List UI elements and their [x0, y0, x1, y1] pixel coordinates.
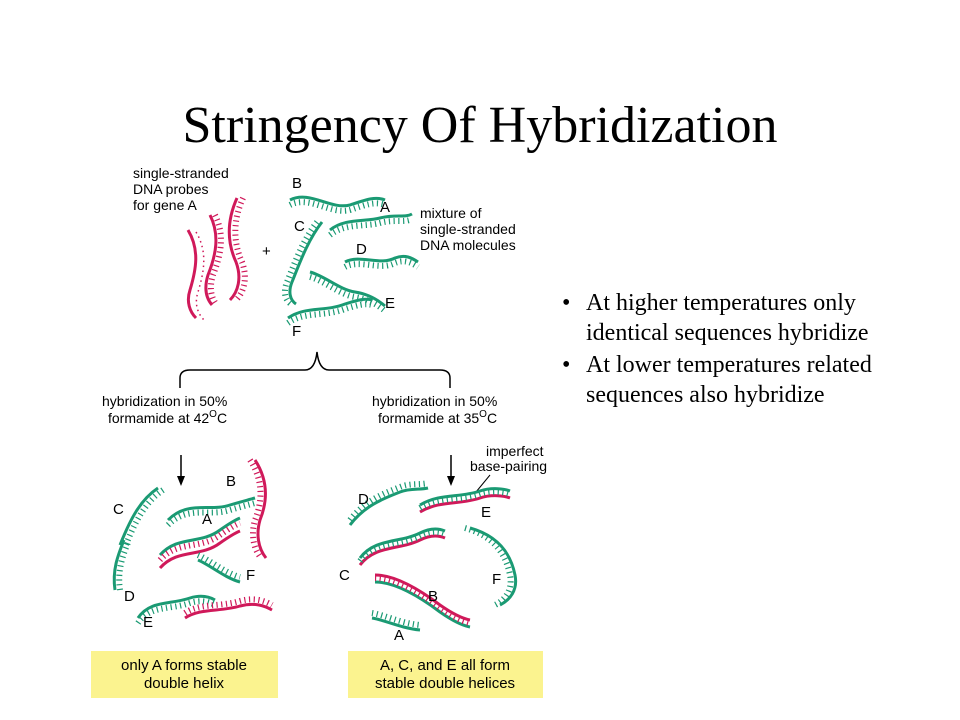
svg-text:double helix: double helix — [144, 675, 225, 692]
svg-text:base-pairing: base-pairing — [470, 458, 547, 474]
svg-text:B: B — [428, 588, 438, 605]
svg-text:F: F — [492, 571, 501, 588]
mixture-letters: B A C D E F — [292, 175, 395, 340]
svg-text:C: C — [113, 501, 124, 518]
bullet-higher-temp: At higher temperatures only identical se… — [560, 288, 890, 348]
right-arrow — [447, 455, 455, 486]
right-condition: hybridization in 50% formamide at 35OC — [372, 393, 497, 426]
left-condition: hybridization in 50% formamide at 42OC — [102, 393, 227, 426]
svg-text:A, C, and E all form: A, C, and E all form — [380, 657, 510, 674]
dna-mixture — [281, 195, 420, 326]
svg-text:for gene A: for gene A — [133, 197, 197, 213]
probe-label: single-stranded DNA probes for gene A — [133, 165, 229, 213]
svg-text:F: F — [292, 323, 301, 340]
svg-text:hybridization in 50%: hybridization in 50% — [372, 393, 497, 409]
probe-strand — [204, 213, 224, 307]
svg-text:formamide at 35OC: formamide at 35OC — [378, 409, 497, 426]
svg-text:only A forms stable: only A forms stable — [121, 657, 247, 674]
svg-text:D: D — [356, 241, 367, 258]
branch-brace — [179, 351, 451, 388]
svg-text:A: A — [394, 627, 404, 644]
probe-strand — [186, 229, 205, 321]
svg-text:mixture of: mixture of — [420, 205, 482, 221]
svg-text:D: D — [124, 588, 135, 605]
bullet-list: At higher temperatures only identical se… — [560, 288, 890, 412]
probe-strand — [227, 196, 248, 303]
svg-text:E: E — [481, 504, 491, 521]
svg-text:A: A — [202, 511, 212, 528]
bullet-lower-temp: At lower temperatures related sequences … — [560, 350, 890, 410]
svg-text:stable double helices: stable double helices — [375, 675, 515, 692]
svg-text:C: C — [294, 218, 305, 235]
svg-text:F: F — [246, 567, 255, 584]
right-result-strands — [347, 480, 518, 632]
left-result-letters: B C A F D E — [113, 473, 255, 631]
svg-text:C: C — [339, 567, 350, 584]
svg-text:DNA molecules: DNA molecules — [420, 237, 516, 253]
slide-title: Stringency Of Hybridization — [182, 97, 778, 154]
svg-text:DNA probes: DNA probes — [133, 181, 208, 197]
left-arrow — [177, 455, 185, 486]
svg-text:B: B — [226, 473, 236, 490]
left-result-strands — [112, 458, 274, 625]
svg-text:imperfect: imperfect — [486, 443, 544, 459]
svg-text:E: E — [385, 295, 395, 312]
svg-text:A: A — [380, 199, 390, 216]
svg-text:hybridization in 50%: hybridization in 50% — [102, 393, 227, 409]
svg-text:formamide at 42OC: formamide at 42OC — [108, 409, 227, 426]
mixture-label: mixture of single-stranded DNA molecules — [420, 205, 516, 253]
svg-text:single-stranded: single-stranded — [133, 165, 229, 181]
imperfect-label: imperfect base-pairing — [470, 443, 547, 493]
plus-sign: + — [262, 243, 271, 260]
right-result-box: A, C, and E all form stable double helic… — [348, 651, 543, 698]
svg-text:B: B — [292, 175, 302, 192]
svg-text:E: E — [143, 614, 153, 631]
left-result-box: only A forms stable double helix — [91, 651, 278, 698]
svg-text:D: D — [358, 491, 369, 508]
svg-text:single-stranded: single-stranded — [420, 221, 516, 237]
dna-probes — [186, 196, 248, 321]
right-result-letters: D E C F B A — [339, 491, 501, 644]
